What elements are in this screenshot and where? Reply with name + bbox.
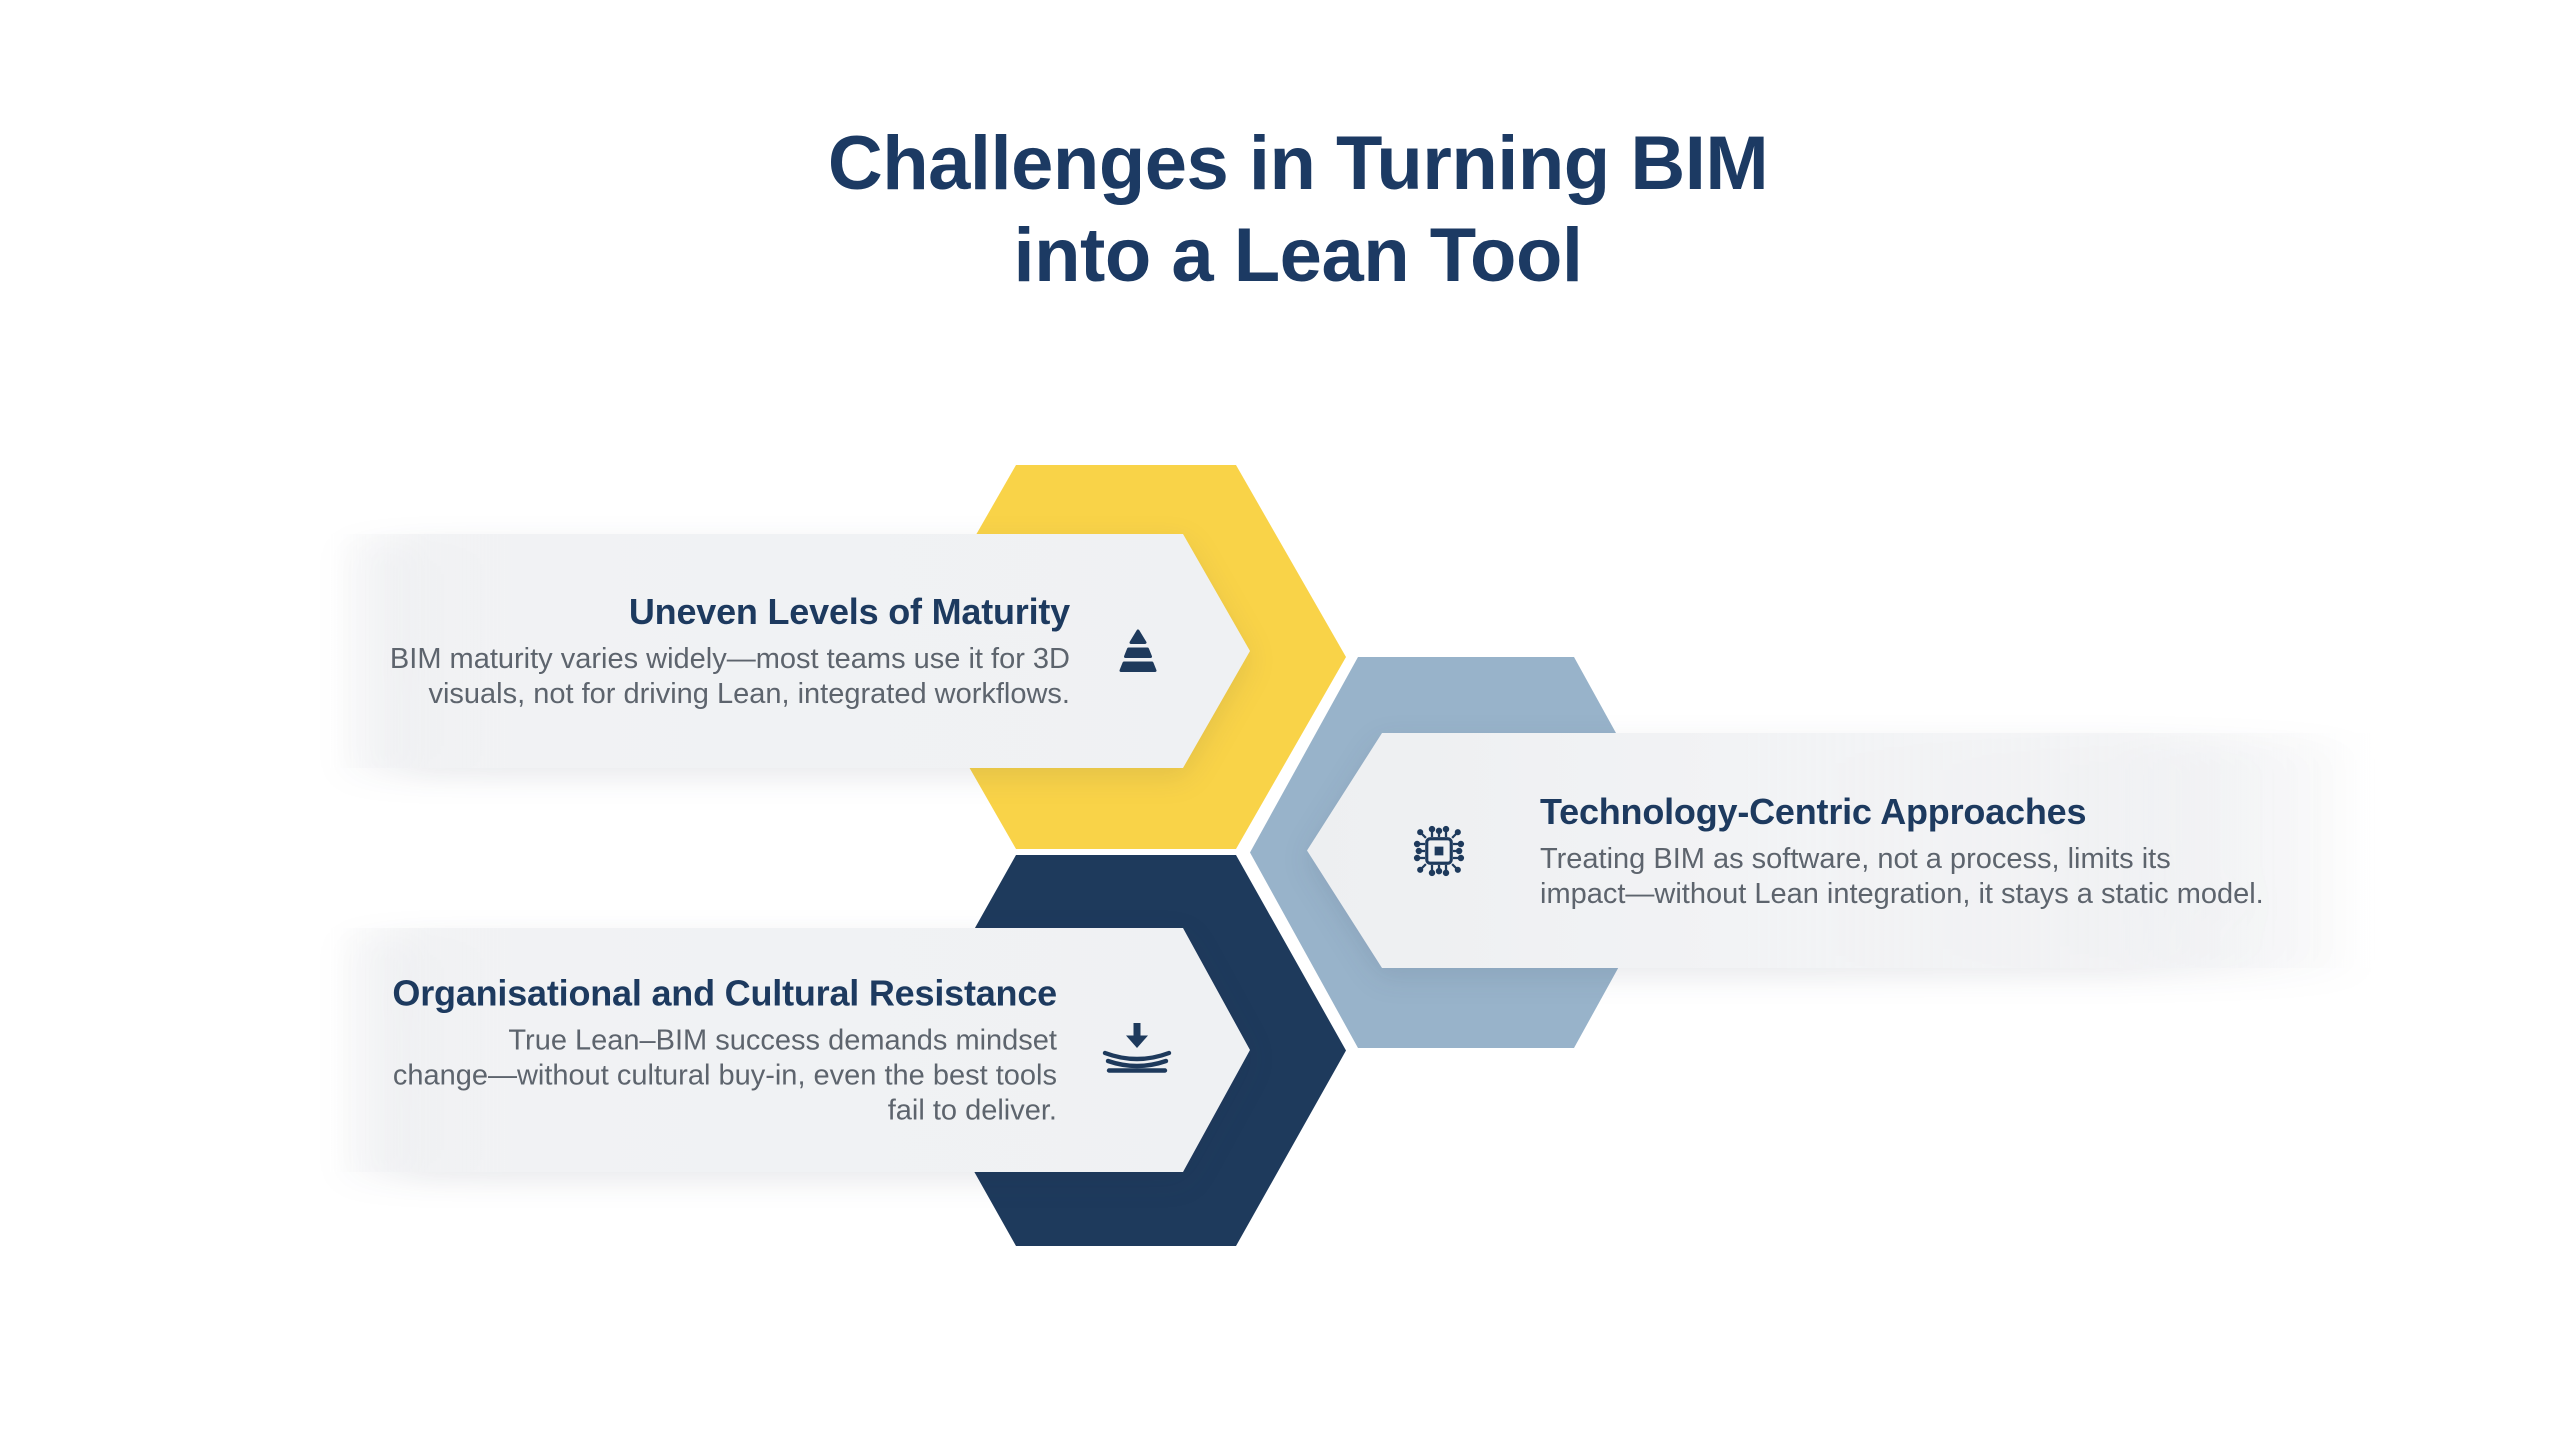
card-uneven-maturity-text: Uneven Levels of Maturity BIM maturity v… — [390, 590, 1070, 712]
card-uneven-maturity-heading: Uneven Levels of Maturity — [628, 591, 1070, 632]
card-uneven-maturity: Uneven Levels of Maturity BIM maturity v… — [260, 534, 1250, 768]
card-cultural-resistance-heading: Organisational and Cultural Resistance — [392, 972, 1057, 1014]
card-uneven-maturity-panel: Uneven Levels of Maturity BIM maturity v… — [260, 534, 1250, 768]
card-technology-centric: Technology-Centric Approaches Treating B… — [1307, 733, 2397, 968]
card-cultural-resistance-panel: Organisational and Cultural Resistance T… — [260, 928, 1250, 1172]
maturity-pyramid-icon — [1114, 627, 1162, 675]
card-technology-centric-text: Technology-Centric Approaches Treating B… — [1540, 790, 2264, 912]
page-title-line-1: Challenges in Turning BIM — [827, 121, 1769, 206]
card-cultural-resistance-body: True Lean–BIM success demands mindset ch… — [392, 1024, 1057, 1127]
card-technology-centric-panel: Technology-Centric Approaches Treating B… — [1307, 733, 2397, 968]
card-uneven-maturity-body: BIM maturity varies widely—most teams us… — [389, 643, 1070, 710]
page-title: Challenges in Turning BIM into a Lean To… — [18, 118, 2560, 302]
page-title-line-2: into a Lean Tool — [1013, 213, 1583, 298]
pressure-resistance-icon — [1098, 1023, 1176, 1077]
microchip-icon — [1413, 825, 1465, 876]
card-cultural-resistance-text: Organisational and Cultural Resistance T… — [392, 972, 1057, 1129]
card-technology-centric-body: Treating BIM as software, not a process,… — [1540, 842, 2264, 910]
card-cultural-resistance: Organisational and Cultural Resistance T… — [260, 928, 1250, 1172]
card-technology-centric-heading: Technology-Centric Approaches — [1540, 790, 2087, 832]
